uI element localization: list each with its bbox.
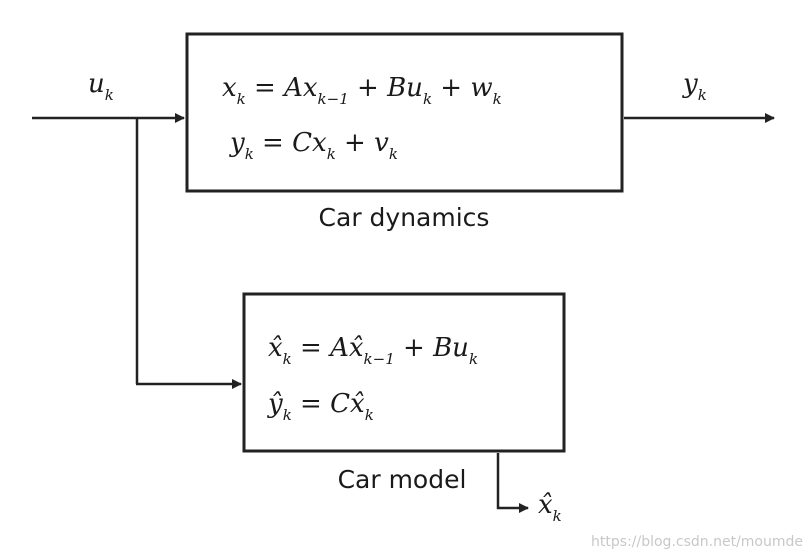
car-dynamics-block <box>185 32 624 193</box>
output-signal-label: yk <box>682 69 707 104</box>
watermark-text: https://blog.csdn.net/moumde <box>591 534 803 550</box>
model-equation-2: ŷk = Cx̂k <box>267 389 374 424</box>
dynamics-equation-1: xk = Axk−1 + Buk + wk <box>222 73 502 108</box>
car-dynamics-caption: Car dynamics <box>319 203 490 232</box>
input-signal-label: uk <box>88 69 114 104</box>
car-model-block <box>242 292 566 453</box>
estimate-signal-label: x̂k <box>538 490 562 525</box>
dynamics-equation-2: yk = Cxk + vk <box>229 128 398 163</box>
model-equation-1: x̂k = Ax̂k−1 + Buk <box>268 333 478 368</box>
estimate-output-line <box>496 453 529 513</box>
car-model-caption: Car model <box>338 465 467 494</box>
